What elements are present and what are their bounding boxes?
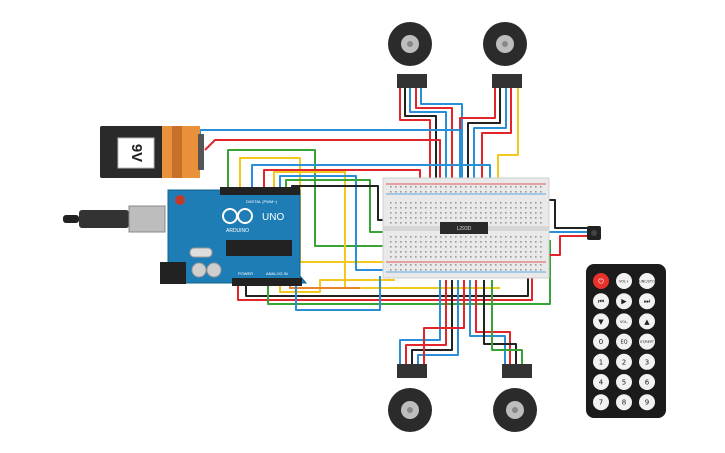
motor-bottom-right[interactable]: [493, 364, 537, 432]
wire: [481, 88, 512, 190]
remote-button-1[interactable]: [593, 353, 609, 370]
breadboard[interactable]: L293D: [382, 177, 550, 279]
remote-button-label: 7: [599, 399, 603, 407]
arduino-brand: ARDUINO: [226, 228, 249, 234]
play-pause-icon: ▶: [621, 298, 627, 306]
wire: [227, 149, 385, 247]
arduino-digital-label: DIGITAL (PWM~): [246, 199, 278, 204]
remote-button-5[interactable]: [616, 374, 632, 390]
wire: [399, 88, 431, 190]
remote-button-label: FUNC/STOP: [637, 280, 656, 284]
breadboard-holes: [390, 186, 542, 271]
remote-button-label: 4: [599, 379, 604, 387]
power-icon: ⏻: [598, 278, 604, 286]
remote-button-7[interactable]: [593, 394, 609, 411]
remote-buttons: ⏻ VOL+ FUNC/STOP ⏮ ▶ ⏭ ▼ VOL- ▲ 0 EQ ST/REPT 1 2 3 4 5 6 7…: [593, 273, 657, 411]
wire: [279, 279, 395, 293]
remote-button-label: VOL+: [619, 280, 629, 284]
arduino-logo: [222, 208, 253, 224]
remote-button-eq[interactable]: [616, 333, 632, 350]
fast-forward-icon: ⏭: [644, 298, 651, 306]
arduino-power-label: POWER: [238, 271, 253, 276]
motor-top-right[interactable]: [483, 22, 527, 88]
wire: [544, 185, 592, 233]
wire: [245, 277, 529, 297]
wire: [545, 235, 592, 256]
remote-button-func-stop[interactable]: [639, 273, 655, 289]
remote-button-power-icon[interactable]: [593, 273, 609, 289]
battery-9v[interactable]: 9V: [100, 126, 204, 178]
ir-remote[interactable]: ⏻ VOL+ FUNC/STOP ⏮ ▶ ⏭ ▼ VOL- ▲ 0 EQ ST/REPT 1 2 3 4 5 6 7…: [586, 264, 666, 418]
wire: [285, 179, 385, 233]
remote-button-label: 2: [622, 358, 626, 366]
wire: [467, 88, 501, 190]
wire: [405, 280, 447, 364]
wire: [417, 280, 459, 364]
remote-button-label: 3: [645, 358, 649, 366]
wire: [497, 88, 519, 188]
wire: [291, 185, 385, 221]
remote-button-6[interactable]: [639, 374, 655, 390]
remote-button-label: 1: [599, 358, 603, 366]
remote-button-label: 6: [645, 379, 650, 387]
wire: [411, 280, 453, 364]
rewind-icon: ⏮: [598, 298, 604, 306]
motor-bottom-left[interactable]: [388, 364, 432, 432]
up-icon: ▲: [644, 318, 650, 326]
wire: [295, 276, 381, 311]
wire: [545, 199, 592, 229]
motor-driver-chip[interactable]: [440, 222, 488, 234]
remote-button-vol-[interactable]: [616, 273, 632, 289]
wire: [204, 139, 441, 182]
arduino-model: UNO: [262, 212, 284, 223]
remote-button-0[interactable]: [593, 333, 609, 350]
ir-receiver[interactable]: [587, 226, 601, 240]
arduino-uno[interactable]: UNO ARDUINO DIGITAL (PWM~) POWER ANALOG …: [160, 187, 308, 286]
battery-label: 9V: [128, 144, 145, 162]
remote-button-label: 5: [622, 379, 626, 387]
usb-cable: [63, 205, 166, 233]
remote-button-3[interactable]: [639, 353, 655, 370]
remote-button-play-pause-icon[interactable]: [616, 293, 632, 310]
wire: [483, 280, 517, 364]
wire: [420, 88, 463, 190]
remote-button-4[interactable]: [593, 374, 609, 390]
remote-button-label: 0: [599, 338, 603, 346]
remote-button-vol-[interactable]: [616, 313, 632, 330]
wire: [423, 280, 465, 364]
remote-button-label: VOL-: [620, 320, 629, 324]
remote-button-label: EQ: [620, 340, 627, 346]
wire: [415, 88, 453, 190]
remote-button-st-rept[interactable]: [639, 333, 655, 350]
motor-top-left[interactable]: [388, 22, 432, 88]
remote-button-label: 9: [645, 399, 649, 407]
remote-button-label: 8: [622, 399, 626, 407]
remote-button-fast-forward-icon[interactable]: [639, 293, 655, 310]
down-icon: ▼: [598, 318, 604, 326]
wire: [473, 88, 507, 190]
wire: [273, 171, 500, 289]
remote-button-up-icon[interactable]: [639, 313, 655, 330]
remote-button-2[interactable]: [616, 353, 632, 370]
wire: [237, 270, 533, 301]
wire: [279, 175, 395, 271]
wire: [399, 280, 441, 364]
reset-button[interactable]: [175, 195, 185, 205]
remote-button-label: ST/REPT: [640, 340, 655, 344]
wire: [267, 240, 551, 305]
wire: [239, 157, 385, 263]
wire: [404, 88, 437, 190]
remote-button-8[interactable]: [616, 394, 632, 411]
remote-button-down-icon[interactable]: [593, 313, 609, 330]
wire: [491, 280, 523, 364]
arduino-analog-label: ANALOG IN: [266, 271, 288, 276]
remote-button-rewind-icon[interactable]: [593, 293, 609, 310]
remote-button-9[interactable]: [639, 394, 655, 411]
chip-label: L293D: [457, 226, 472, 232]
wire: [409, 88, 447, 190]
